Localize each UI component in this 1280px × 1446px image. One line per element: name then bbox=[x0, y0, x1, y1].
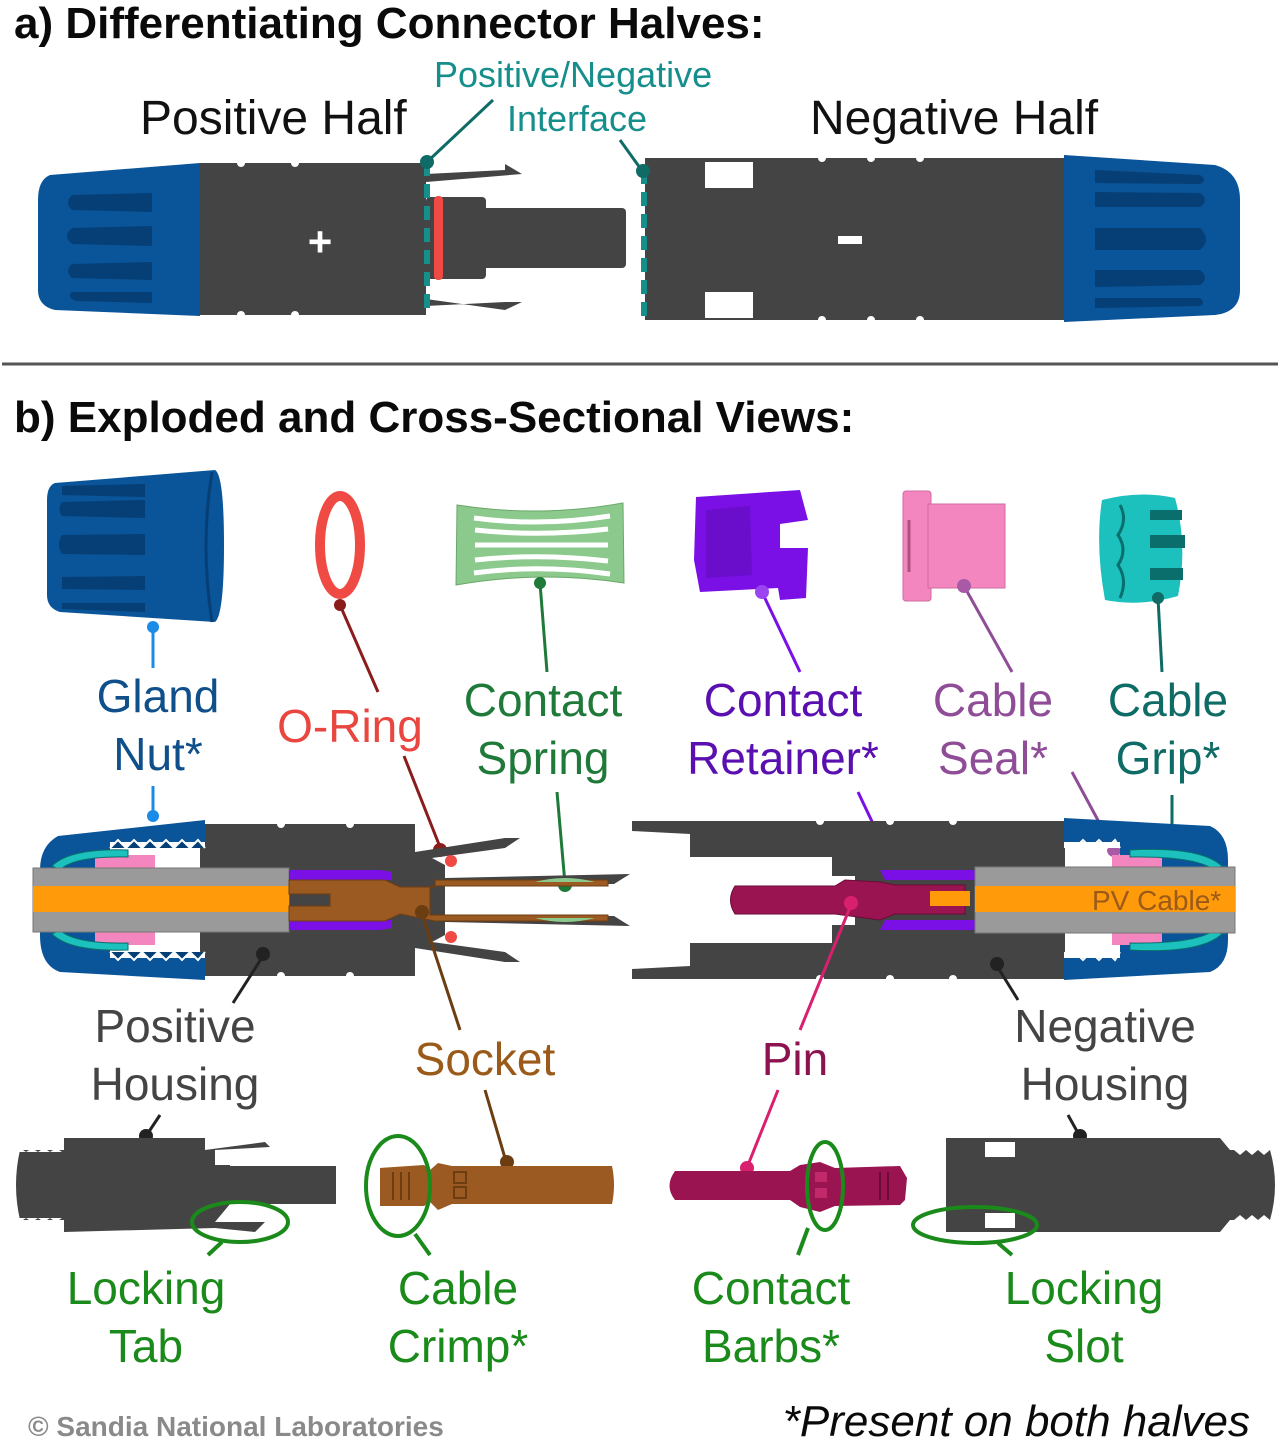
label-positive-housing-line1: Positive bbox=[94, 1000, 255, 1052]
label-positive-housing-line2: Housing bbox=[91, 1058, 260, 1110]
pv-cable-core-negative bbox=[975, 886, 1235, 912]
exploded-negative-housing bbox=[946, 1138, 1275, 1232]
positive-half-assembly: + bbox=[38, 155, 626, 319]
section-b-title: b) Exploded and Cross-Sectional Views: bbox=[14, 393, 854, 442]
positive-half-label: Positive Half bbox=[140, 92, 407, 145]
label-locking-slot-line1: Locking bbox=[1005, 1262, 1164, 1314]
label-cable-crimp-line1: Cable bbox=[398, 1262, 518, 1314]
label-contact-spring-line1: Contact bbox=[464, 674, 623, 726]
label-gland-nut-line2: Nut* bbox=[113, 728, 203, 780]
label-negative-housing-line1: Negative bbox=[1014, 1000, 1196, 1052]
label-contact-retainer-line2: Retainer* bbox=[687, 732, 879, 784]
minus-symbol bbox=[838, 236, 862, 244]
label-locking-tab-line2: Tab bbox=[109, 1320, 183, 1372]
cable-crimp-highlight bbox=[364, 1134, 432, 1238]
locking-tab-highlight bbox=[190, 1200, 290, 1244]
label-locking-tab-line1: Locking bbox=[67, 1262, 226, 1314]
footnote: *Present on both halves bbox=[783, 1397, 1250, 1446]
label-contact-barbs-line1: Contact bbox=[692, 1262, 851, 1314]
negative-half-label: Negative Half bbox=[810, 92, 1099, 145]
section-a-title: a) Differentiating Connector Halves: bbox=[14, 0, 765, 48]
exploded-cable-grip bbox=[1099, 494, 1185, 673]
label-cable-seal-line1: Cable bbox=[933, 674, 1053, 726]
component-labels: Gland Nut* O-Ring Contact Spring Contact… bbox=[97, 670, 1228, 784]
interface-leader-left bbox=[425, 98, 495, 164]
label-socket: Socket bbox=[415, 1033, 556, 1085]
socket-section bbox=[288, 879, 609, 922]
locking-slot-bottom bbox=[705, 292, 753, 318]
cross-section-positive bbox=[32, 820, 630, 980]
locking-tab-top bbox=[426, 164, 522, 182]
label-cable-grip-line2: Grip* bbox=[1116, 732, 1221, 784]
label-contact-spring-line2: Spring bbox=[477, 732, 610, 784]
label-contact-retainer-line1: Contact bbox=[704, 674, 863, 726]
label-cable-seal-line2: Seal* bbox=[938, 732, 1048, 784]
contact-barbs-highlight bbox=[805, 1140, 845, 1232]
exploded-o-ring bbox=[315, 491, 380, 693]
negative-half-assembly bbox=[636, 154, 1240, 324]
exploded-contact-retainer bbox=[694, 490, 808, 673]
exploded-socket bbox=[380, 1163, 614, 1210]
interface-label-line2: Interface bbox=[507, 98, 647, 139]
label-o-ring: O-Ring bbox=[277, 700, 423, 752]
exploded-gland-nut bbox=[47, 470, 224, 668]
label-gland-nut-line1: Gland bbox=[97, 670, 220, 722]
interface-label-line1: Positive/Negative bbox=[434, 54, 712, 95]
feature-labels: Locking Tab Cable Crimp* Contact Barbs* … bbox=[67, 1262, 1164, 1372]
pv-cable-label: PV Cable* bbox=[1092, 885, 1221, 916]
socket-insert bbox=[480, 208, 626, 268]
pv-cable-core-positive bbox=[33, 886, 289, 912]
exploded-pin bbox=[669, 1162, 907, 1212]
plus-symbol: + bbox=[308, 218, 333, 265]
label-contact-barbs-line2: Barbs* bbox=[702, 1320, 840, 1372]
positive-housing-body bbox=[200, 163, 426, 315]
label-cable-crimp-line2: Crimp* bbox=[388, 1320, 529, 1372]
gland-nut-grooves-negative bbox=[1095, 170, 1206, 308]
locking-slot-highlight bbox=[911, 1205, 1039, 1245]
label-negative-housing-line2: Housing bbox=[1021, 1058, 1190, 1110]
gland-nut-grooves bbox=[67, 193, 152, 303]
locking-slot-top bbox=[705, 162, 753, 188]
o-ring-section-a bbox=[434, 196, 443, 280]
label-pin: Pin bbox=[762, 1033, 828, 1085]
locking-tab-bottom bbox=[426, 299, 522, 310]
label-cable-grip-line1: Cable bbox=[1108, 674, 1228, 726]
exploded-cable-seal bbox=[902, 490, 1014, 673]
label-locking-slot-line2: Slot bbox=[1044, 1320, 1123, 1372]
exploded-contact-spring bbox=[455, 502, 625, 673]
cross-section-negative: PV Cable* bbox=[632, 817, 1236, 983]
exploded-positive-housing bbox=[14, 1138, 336, 1232]
copyright-credit: © Sandia National Laboratories bbox=[28, 1411, 444, 1442]
